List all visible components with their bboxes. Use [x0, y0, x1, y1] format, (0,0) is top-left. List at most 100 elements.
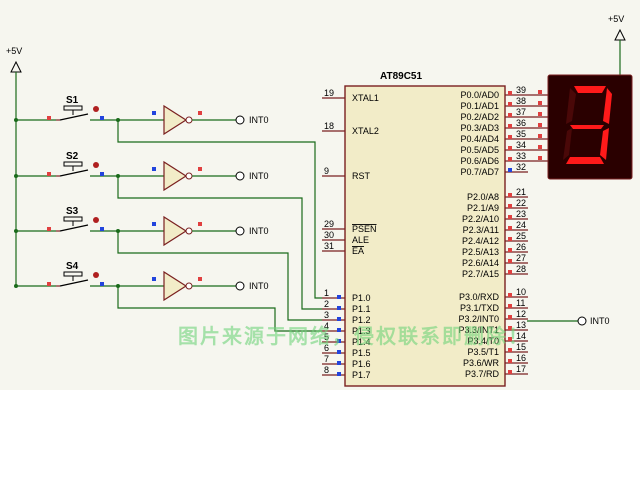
pin-state-marker: [508, 270, 512, 274]
mcu-right-pin-number: 24: [516, 220, 526, 230]
switch-label: S3: [66, 206, 79, 217]
mcu-right-pin-number: 15: [516, 342, 526, 352]
mcu-right-pin-number: 13: [516, 320, 526, 330]
mcu-left-pin-number: 1: [324, 288, 329, 298]
mcu-right-pin-number: 10: [516, 287, 526, 297]
pin-state-marker: [47, 116, 51, 120]
mcu-right-pin-number: 25: [516, 231, 526, 241]
mcu-right-pin-number: 21: [516, 187, 526, 197]
pin-state-marker: [198, 167, 202, 171]
pin-state-marker: [152, 111, 156, 115]
mcu-right-pin-name: P0.3/AD3: [460, 123, 499, 133]
mcu-left-pin-number: 4: [324, 321, 329, 331]
pin-state-marker: [538, 123, 542, 127]
pin-state-marker: [100, 116, 104, 120]
left-power-terminal: +5V: [6, 46, 22, 73]
mcu-right-pin-name: P3.2/INT0: [458, 314, 499, 324]
mcu-right-pin-name: P0.6/AD6: [460, 156, 499, 166]
not-gate-bubble: [185, 227, 193, 235]
mcu-name: AT89C51: [380, 71, 422, 82]
mcu-left-pin-number: 8: [324, 365, 329, 375]
not-gate-icon: [163, 215, 188, 247]
right-power-terminal: +5V: [608, 14, 626, 41]
pin-state-marker: [538, 101, 542, 105]
mcu-right-pin-name: P3.4/T0: [467, 336, 499, 346]
switch-blade: [59, 279, 89, 287]
pin-state-marker: [508, 102, 512, 106]
pin-state-marker: [100, 227, 104, 231]
pin-state-marker: [337, 350, 341, 354]
pin-state-marker: [508, 259, 512, 263]
mcu-right-pin-name: P2.4/A12: [462, 236, 499, 246]
pin-state-marker: [337, 295, 341, 299]
not-gate-icon: [163, 160, 188, 192]
mcu-right-pin-name: P0.2/AD2: [460, 112, 499, 122]
pin-state-marker: [508, 359, 512, 363]
switch-state-dot: [93, 162, 99, 168]
mcu-right-pin-number: 34: [516, 140, 526, 150]
mcu-left-pin-number: 18: [324, 121, 334, 131]
pin-state-marker: [508, 293, 512, 297]
mcu-left-pin-name: P1.1: [352, 304, 371, 314]
pin-state-marker: [508, 304, 512, 308]
pin-state-marker: [152, 277, 156, 281]
segment-g: [570, 125, 604, 129]
mcu-right-pin-name: P2.0/A8: [467, 192, 499, 202]
mcu-left-pin-number: 6: [324, 343, 329, 353]
pin-state-marker: [152, 167, 156, 171]
pin-state-marker: [47, 227, 51, 231]
mcu-right-pin-name: P3.6/WR: [463, 358, 500, 368]
pin-state-marker: [152, 222, 156, 226]
mcu-right-pin-number: 36: [516, 118, 526, 128]
segment-c: [600, 128, 609, 160]
switch-state-dot: [93, 106, 99, 112]
segment-b: [603, 88, 612, 124]
blank-margin: [0, 390, 640, 500]
net-terminal: [235, 115, 245, 125]
pin-state-marker: [508, 370, 512, 374]
switch-button-icon: [63, 105, 83, 111]
pin-state-marker: [508, 113, 512, 117]
mcu-right-pin-number: 33: [516, 151, 526, 161]
segment-a: [574, 86, 606, 93]
int0-output-net: INT0: [527, 316, 610, 326]
left-power-label: +5V: [6, 46, 22, 56]
segment-e: [563, 128, 572, 160]
mcu-left-pin-name: XTAL1: [352, 93, 379, 103]
mcu-left-pin-name: XTAL2: [352, 126, 379, 136]
pin-state-marker: [337, 361, 341, 365]
int0-net-label: INT0: [590, 316, 610, 326]
pin-state-marker: [508, 237, 512, 241]
pin-state-marker: [508, 248, 512, 252]
pin-state-marker: [508, 215, 512, 219]
switch-label: S1: [66, 95, 79, 106]
not-gate-icon: [163, 104, 188, 136]
mcu-left-pin-name: EA: [352, 246, 364, 256]
port-connection-wire: [117, 231, 322, 321]
pin-state-marker: [508, 124, 512, 128]
pin-state-marker: [508, 315, 512, 319]
mcu-left-pin-number: 30: [324, 230, 334, 240]
pin-state-marker: [337, 306, 341, 310]
mcu-right-pin-name: P0.7/AD7: [460, 167, 499, 177]
pin-state-marker: [538, 156, 542, 160]
port-connection-wire: [117, 286, 322, 332]
mcu-right-pin-number: 22: [516, 198, 526, 208]
mcu-right-pin-name: P2.2/A10: [462, 214, 499, 224]
display-segments: [563, 86, 612, 164]
switch-state-dot: [93, 272, 99, 278]
display-bus-wires: [528, 90, 548, 162]
mcu-left-pin-number: 7: [324, 354, 329, 364]
pin-state-marker: [337, 372, 341, 376]
pin-state-marker: [508, 226, 512, 230]
switch-button-icon: [63, 271, 83, 277]
switch-blade: [59, 169, 89, 177]
int0-terminal: [577, 316, 587, 326]
mcu-right-pin-number: 16: [516, 353, 526, 363]
mcu-right-pin-number: 23: [516, 209, 526, 219]
switch-button-icon: [63, 216, 83, 222]
mcu-right-pin-number: 38: [516, 96, 526, 106]
